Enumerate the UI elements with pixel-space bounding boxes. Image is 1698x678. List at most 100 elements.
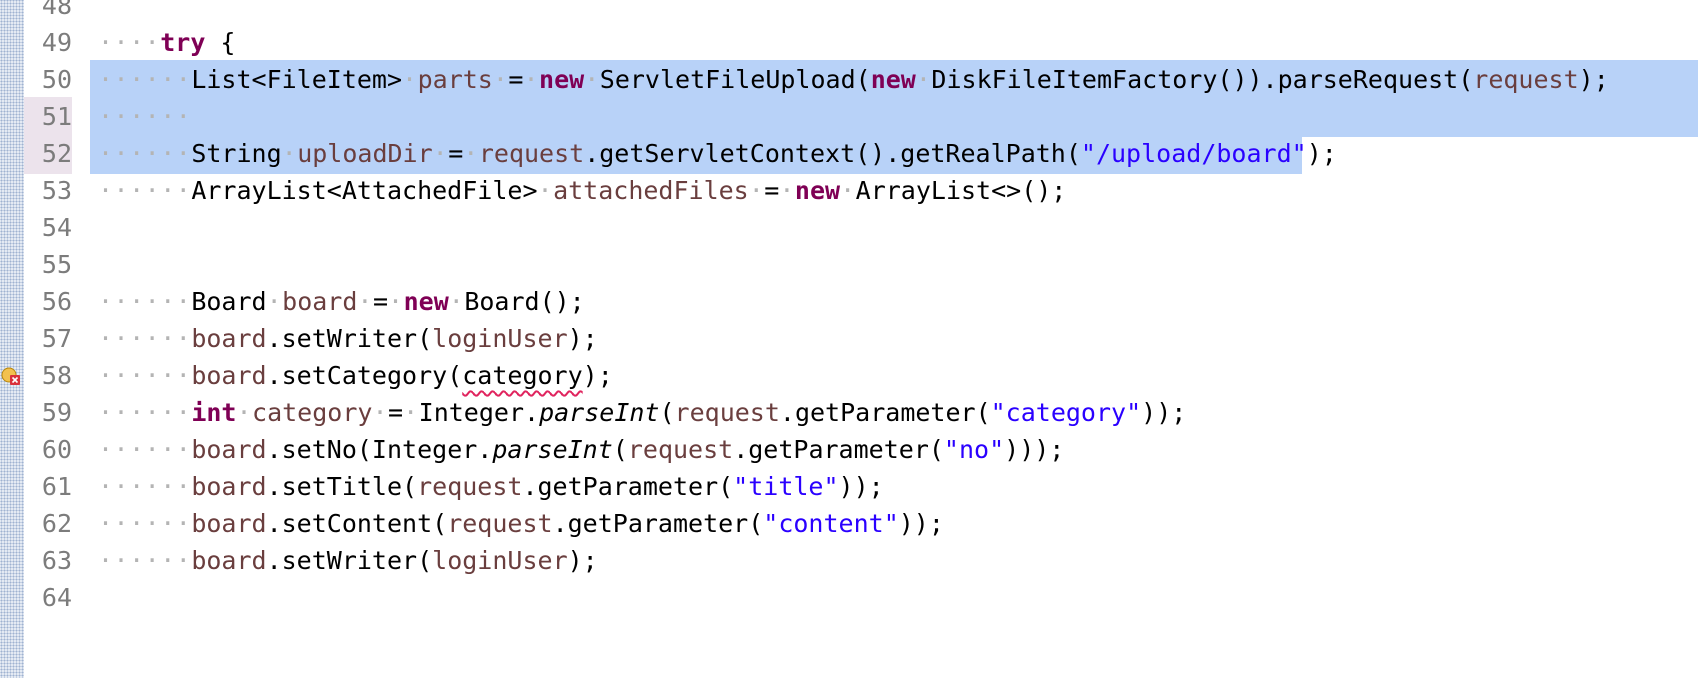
code-token: (: [612, 435, 628, 464]
code-token: =: [448, 139, 464, 168]
whitespace-token: ·: [779, 176, 795, 205]
code-token: ));: [838, 472, 884, 501]
code-line[interactable]: 48: [0, 0, 1698, 26]
keyword-token: try: [160, 28, 206, 57]
indent-whitespace: ····: [98, 28, 161, 57]
code-token: Integer.: [418, 398, 540, 427]
whitespace-token: ·: [463, 139, 479, 168]
variable-token: request: [447, 509, 553, 538]
line-number: 52: [41, 139, 72, 168]
keyword-token: new: [539, 65, 585, 94]
indent-whitespace: ······: [98, 176, 192, 205]
variable-token: category: [252, 398, 373, 427]
code-line[interactable]: 49····try {: [0, 23, 1698, 63]
indent-whitespace: ······: [98, 398, 192, 427]
variable-token: uploadDir: [297, 139, 433, 168]
code-token: );: [567, 546, 598, 575]
keyword-token: new: [870, 65, 916, 94]
code-line[interactable]: 64: [0, 578, 1698, 618]
code-text[interactable]: ······board.setTitle(request.getParamete…: [98, 467, 884, 507]
code-token: DiskFileItemFactory()).parseRequest(: [931, 65, 1474, 94]
whitespace-token: ·: [266, 287, 283, 316]
method-token: parseInt: [492, 435, 613, 464]
whitespace-token: ·: [840, 176, 856, 205]
variable-token: board: [191, 435, 267, 464]
code-token: );: [567, 324, 598, 353]
code-line[interactable]: 63 ······board.setWriter(loginUser);: [0, 541, 1698, 581]
code-token: {: [205, 28, 236, 57]
variable-token: board: [191, 546, 267, 575]
line-number: 53: [41, 176, 72, 205]
code-line[interactable]: 59······int·category·=·Integer.parseInt(…: [0, 393, 1698, 433]
code-text[interactable]: ······Board·board·=·new·Board();: [98, 282, 585, 322]
indent-whitespace: ······: [98, 509, 192, 538]
line-number: 48: [41, 0, 72, 20]
code-line[interactable]: 56······Board·board·=·new·Board();: [0, 282, 1698, 322]
string-token: "content": [763, 509, 899, 538]
variable-token: request: [478, 139, 585, 168]
code-token: );: [1578, 65, 1609, 94]
code-token: List<FileItem>: [191, 65, 403, 94]
code-token: .setWriter(: [266, 324, 433, 353]
line-number: 56: [41, 287, 72, 316]
text-selection: [90, 97, 1698, 137]
string-token: "title": [733, 472, 839, 501]
code-line[interactable]: 52······String·uploadDir·=·request.getSe…: [0, 134, 1698, 174]
overview-ruler: [0, 0, 24, 678]
whitespace-token: ·: [372, 398, 389, 427]
code-token: .getParameter(: [779, 398, 991, 427]
code-text[interactable]: ······board.setContent(request.getParame…: [98, 504, 944, 544]
variable-token: board: [191, 509, 267, 538]
code-text[interactable]: ······List<FileItem>·parts·=·new·Servlet…: [98, 60, 1609, 100]
code-token: (: [659, 398, 675, 427]
string-token: "no": [943, 435, 1005, 464]
code-line[interactable]: 54: [0, 208, 1698, 248]
code-line[interactable]: 55: [0, 245, 1698, 285]
indent-whitespace: ······: [98, 102, 192, 131]
code-line[interactable]: 61······board.setTitle(request.getParame…: [0, 467, 1698, 507]
code-token: .getServletContext().getRealPath(: [584, 139, 1081, 168]
error-warning-icon[interactable]: [0, 365, 22, 387]
string-token: "category": [990, 398, 1142, 427]
code-line[interactable]: 50 ······List<FileItem>·parts·=·new·Servl…: [0, 60, 1698, 100]
code-line[interactable]: 53······ArrayList<AttachedFile>·attached…: [0, 171, 1698, 211]
whitespace-token: ·: [448, 287, 465, 316]
line-number: 63: [41, 546, 72, 575]
code-token: =: [764, 176, 780, 205]
text-selection: [90, 60, 1698, 100]
whitespace-token: ·: [357, 287, 373, 316]
code-text[interactable]: ······ArrayList<AttachedFile>·attachedFi…: [98, 171, 1066, 211]
code-line[interactable]: 58······board.setCategory(category);: [0, 356, 1698, 396]
code-token: .setTitle(: [266, 472, 418, 501]
code-token: )));: [1004, 435, 1065, 464]
indent-whitespace: ······: [98, 65, 192, 94]
code-line[interactable]: 60 ······board.setNo(Integer.parseInt(req…: [0, 430, 1698, 470]
variable-token: parts: [417, 65, 493, 94]
code-text[interactable]: ······int·category·=·Integer.parseInt(re…: [98, 393, 1186, 433]
indent-whitespace: ······: [98, 472, 192, 501]
line-number: 62: [41, 509, 72, 538]
line-number: 51: [41, 102, 72, 131]
whitespace-token: ·: [748, 176, 765, 205]
code-text[interactable]: ······board.setWriter(loginUser);: [98, 319, 598, 359]
code-line[interactable]: 62 ······board.setContent(request.getPara…: [0, 504, 1698, 544]
code-text[interactable]: ······String·uploadDir·=·request.getServ…: [98, 134, 1337, 174]
code-text[interactable]: ······board.setCategory(category);: [98, 356, 613, 396]
keyword-token: new: [794, 176, 841, 205]
code-line[interactable]: 51 ······: [0, 97, 1698, 137]
line-number: 60: [41, 435, 72, 464]
code-text[interactable]: ······: [98, 97, 191, 137]
variable-token: board: [191, 361, 267, 390]
code-text[interactable]: ····try {: [98, 23, 235, 63]
code-text[interactable]: ······board.setWriter(loginUser);: [98, 541, 598, 581]
code-text[interactable]: ······board.setNo(Integer.parseInt(reque…: [98, 430, 1064, 470]
code-token: .setContent(: [266, 509, 448, 538]
variable-token: loginUser: [432, 324, 568, 353]
code-token: ServletFileUpload(: [599, 65, 871, 94]
indent-whitespace: ······: [98, 546, 192, 575]
line-number: 50: [41, 65, 72, 94]
code-line[interactable]: 57······board.setWriter(loginUser);: [0, 319, 1698, 359]
code-token: .setNo(Integer.: [266, 435, 493, 464]
indent-whitespace: ······: [98, 324, 192, 353]
